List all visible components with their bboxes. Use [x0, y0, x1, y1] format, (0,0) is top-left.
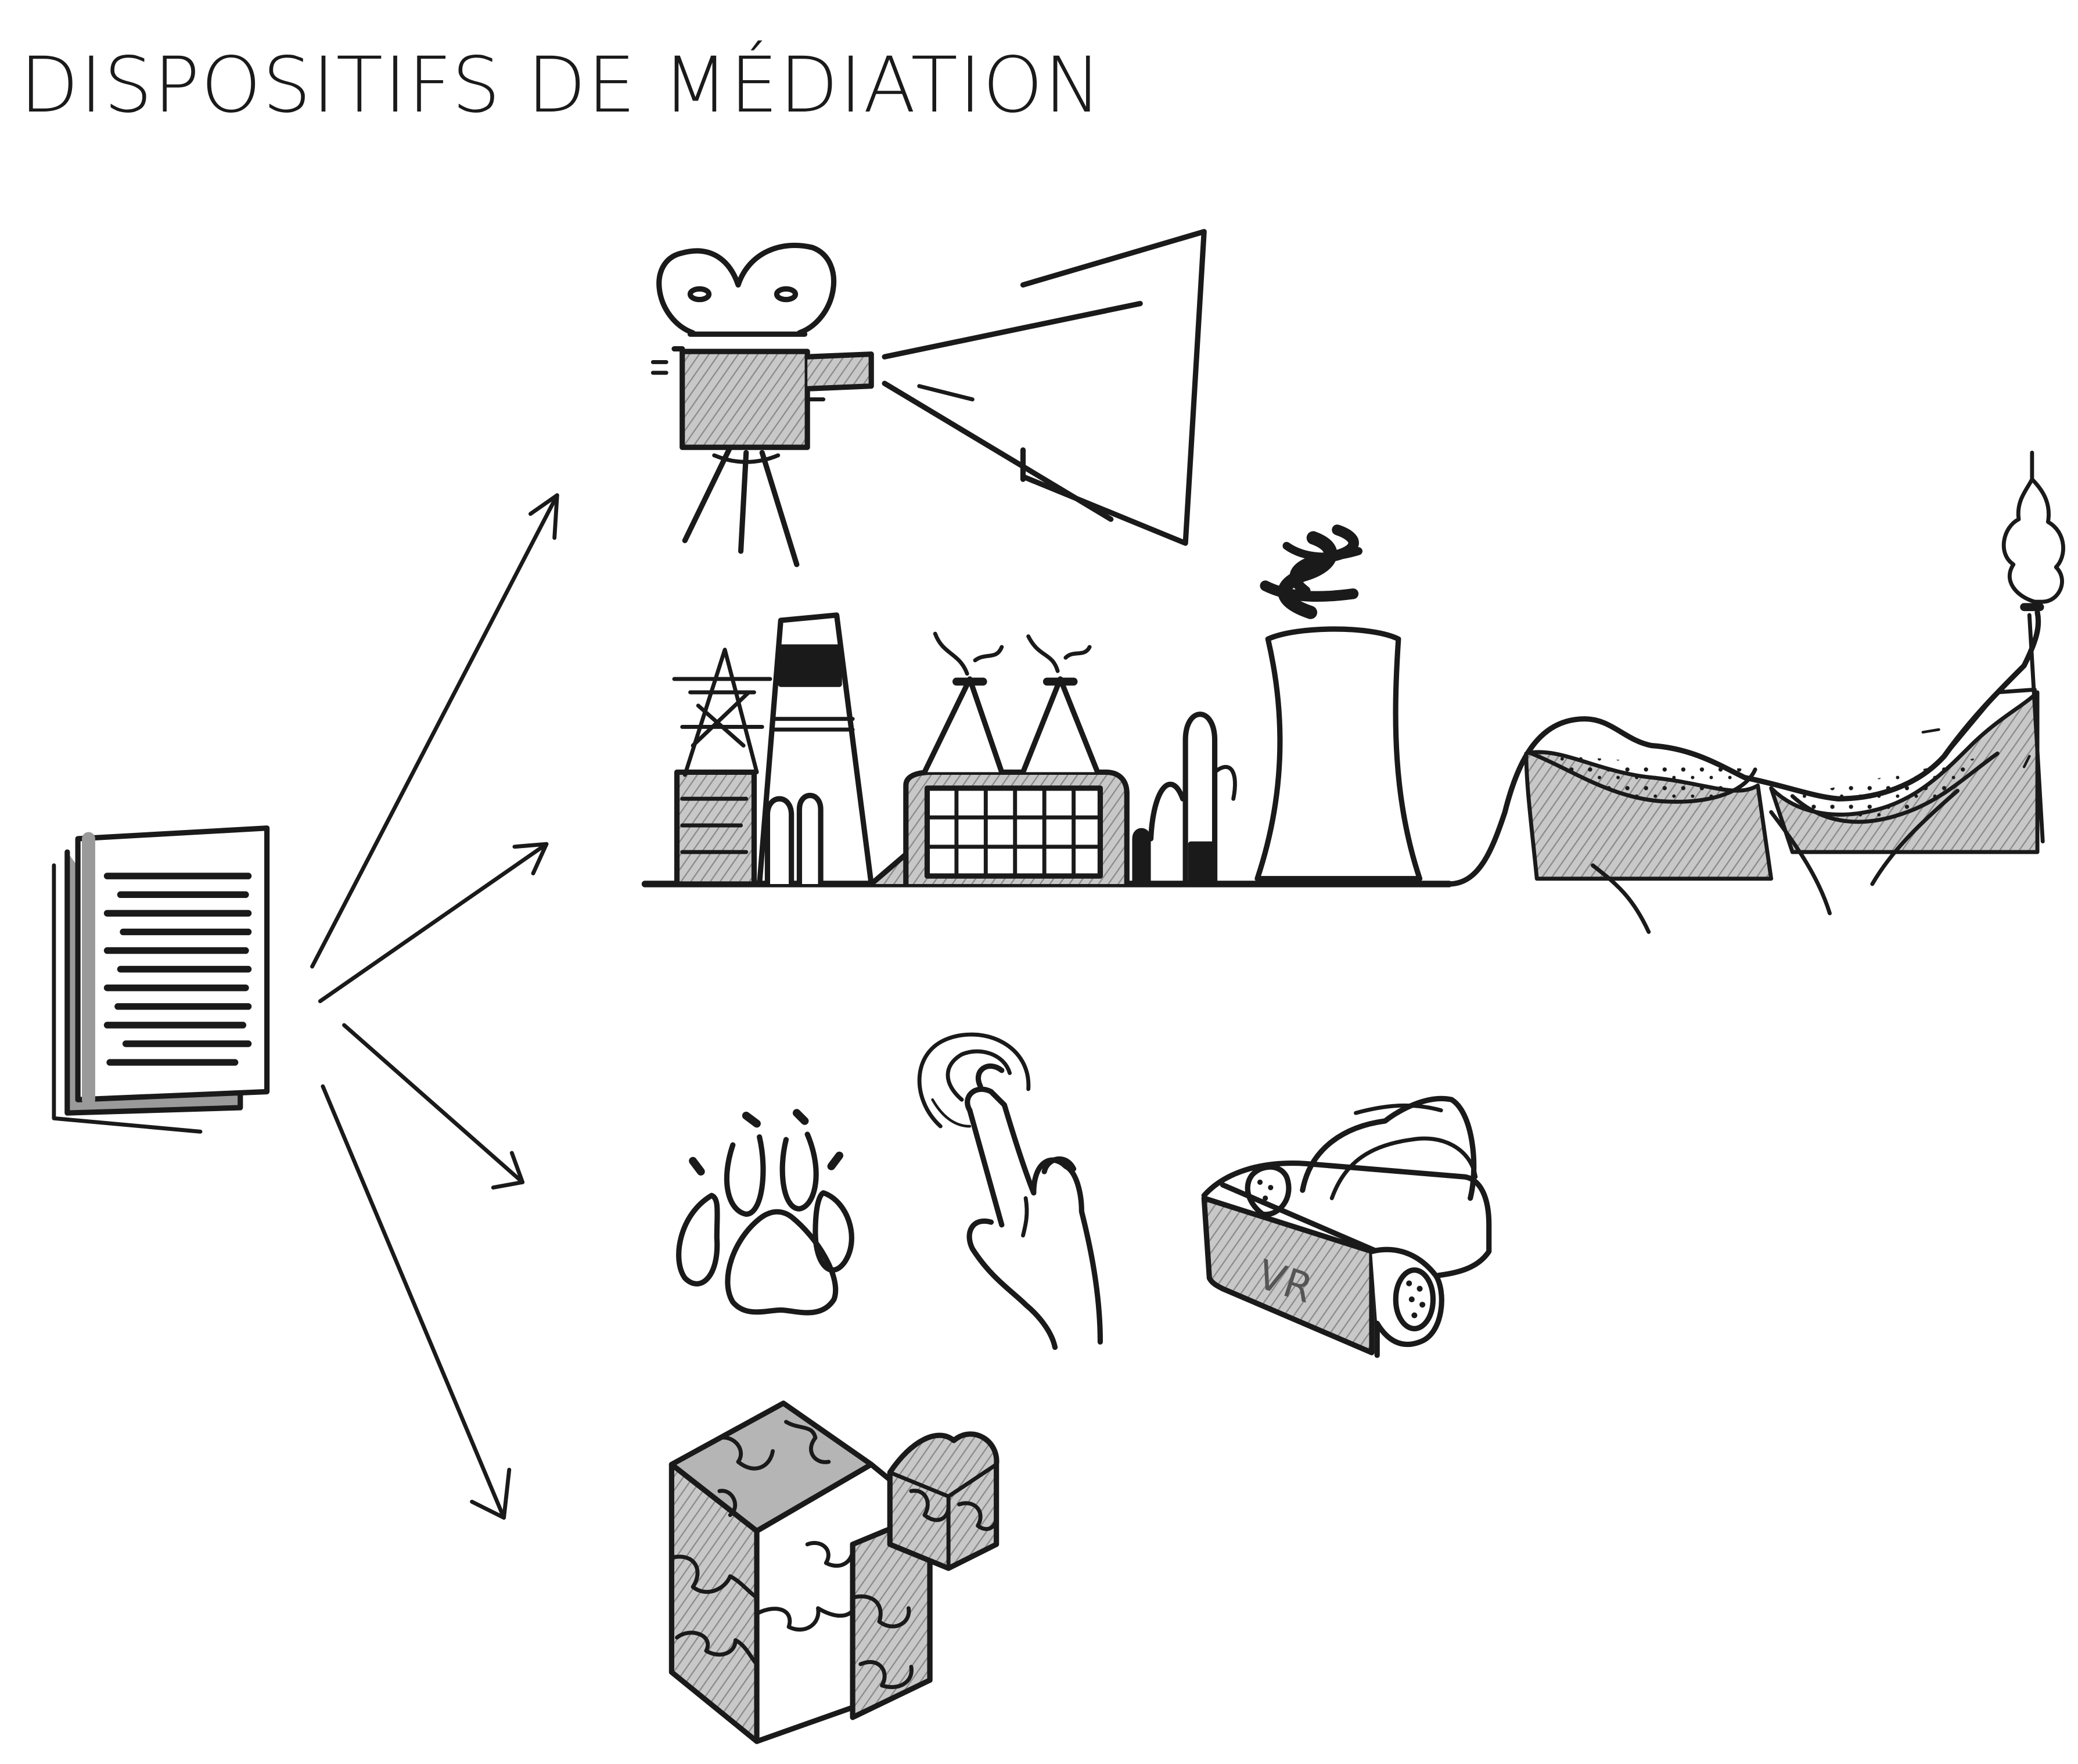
document-stack-icon: [52, 825, 270, 1134]
projection-screen: [1020, 229, 1207, 546]
pylon-building: [672, 648, 772, 887]
film-projector-icon: [650, 229, 1207, 567]
page-title: DISPOSITIFS DE MÉDIATION: [20, 41, 1103, 130]
sensory-interactive-group: VR: [676, 1032, 1492, 1358]
cooling-tower: [1254, 524, 1423, 882]
arrow-to-interactive: [342, 1023, 525, 1190]
arrow-to-puzzle: [321, 1084, 512, 1520]
storage-tanks: [1132, 712, 1237, 887]
arrows: [310, 493, 559, 1520]
geological-cross-section: [1446, 450, 2065, 934]
industrial-landscape-icon: [641, 450, 2065, 934]
touch-hand-icon: [917, 1032, 1103, 1350]
paw-print-icon: [676, 1109, 854, 1316]
chimney-tower: [757, 612, 874, 887]
vr-headset-icon: VR: [1201, 1095, 1492, 1358]
arrow-to-landscape: [318, 842, 549, 1004]
document-text-lines: [103, 872, 252, 1066]
puzzle-cube-icon: [668, 1400, 1000, 1744]
kiln-factory: [868, 631, 1130, 887]
tree-icon: [2001, 450, 2065, 844]
arrow-to-film: [310, 493, 559, 969]
